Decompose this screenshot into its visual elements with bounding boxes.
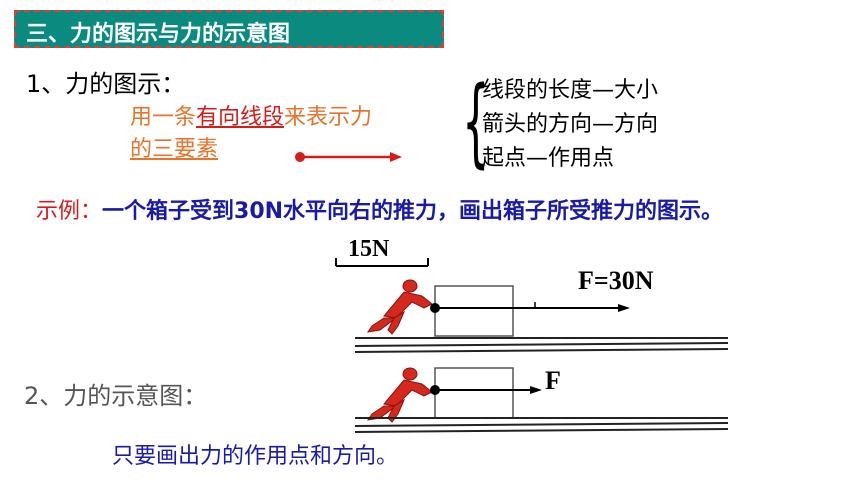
example-label: 示例： bbox=[36, 199, 103, 224]
def-highlight: 有向线段 bbox=[196, 105, 285, 130]
box-2 bbox=[434, 367, 514, 419]
section1-heading: 1、力的图示： bbox=[26, 70, 186, 98]
example-body: 一个箱子受到30N水平向右的推力，画出箱子所受推力的图示。 bbox=[102, 199, 724, 224]
definition-arrow bbox=[295, 152, 402, 162]
element-item: 线段的长度—大小 bbox=[482, 78, 659, 103]
title-banner: 三、力的图示与力的示意图 bbox=[14, 10, 444, 48]
brace-symbol: { bbox=[462, 66, 490, 178]
floor-1 bbox=[354, 337, 729, 353]
force-arrowhead bbox=[618, 304, 630, 312]
element-item: 起点—作用点 bbox=[482, 146, 615, 171]
def-line2: 的三要素 bbox=[130, 137, 219, 162]
elements-list: 线段的长度—大小 箭头的方向—方向 起点—作用点 bbox=[482, 74, 658, 176]
definition: 用一条有向线段来表示力 的三要素 bbox=[130, 102, 372, 166]
force-label: F=30N bbox=[578, 266, 654, 295]
def-prefix: 用一条 bbox=[130, 105, 197, 130]
runner-figure bbox=[366, 279, 433, 335]
scale-label: 15N bbox=[348, 236, 390, 262]
scale-bracket bbox=[335, 258, 429, 267]
section2-note: 只要画出力的作用点和方向。 bbox=[112, 444, 399, 469]
force-arrowhead-2 bbox=[530, 386, 542, 394]
page-title: 三、力的图示与力的示意图 bbox=[26, 22, 291, 47]
box bbox=[434, 285, 514, 337]
element-item: 箭头的方向—方向 bbox=[482, 112, 659, 137]
section2-heading: 2、力的示意图： bbox=[24, 382, 208, 410]
f-label: F bbox=[545, 366, 561, 395]
floor-2 bbox=[354, 417, 729, 433]
example-text: 示例：一个箱子受到30N水平向右的推力，画出箱子所受推力的图示。 bbox=[36, 196, 836, 228]
runner-figure-2 bbox=[366, 367, 433, 423]
def-suffix: 来表示力 bbox=[284, 105, 373, 130]
